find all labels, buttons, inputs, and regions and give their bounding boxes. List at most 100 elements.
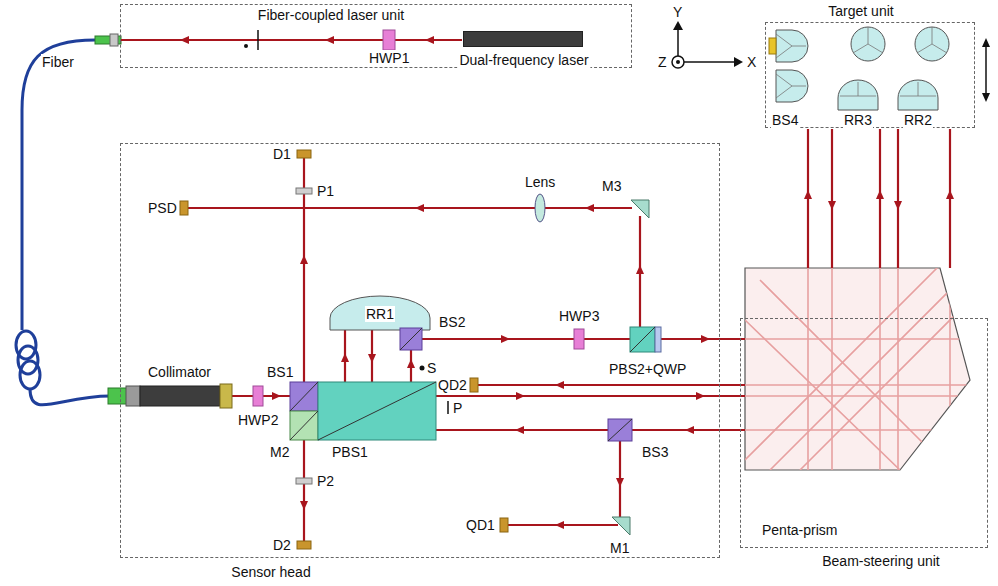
half-wave-plate — [574, 329, 584, 349]
polarization-mark — [447, 401, 449, 414]
component-label: RR2 — [903, 112, 933, 128]
component-label: BS2 — [438, 314, 466, 330]
laser-beam — [303, 440, 305, 541]
double-arrow — [985, 44, 987, 96]
optical-layout — [946, 190, 954, 199]
component-label: BS1 — [266, 364, 294, 380]
optical-layout — [415, 204, 424, 212]
beam-splitter-coating — [769, 38, 776, 54]
retroreflector-facets — [776, 27, 947, 98]
half-wave-plate — [253, 386, 263, 406]
unit-title: Dual-frequency laser — [457, 52, 590, 68]
component-label: QD1 — [465, 517, 496, 533]
optical-layout — [272, 392, 281, 400]
beam-splitter — [400, 328, 422, 350]
laser-beam — [897, 129, 899, 268]
component-label: HWP1 — [368, 50, 410, 66]
component-label: Y — [672, 4, 683, 20]
laser-beam — [188, 207, 632, 209]
optical-fiber — [16, 40, 110, 405]
optical-layout — [325, 36, 334, 44]
axis-dot — [676, 60, 680, 64]
mirror — [290, 411, 318, 440]
photodetector — [180, 150, 508, 549]
optical-layout — [555, 521, 564, 529]
splitter-diagonal — [608, 419, 632, 441]
coordinate-axes — [684, 61, 736, 63]
laser-beam — [121, 39, 462, 41]
component-label: S — [426, 360, 437, 376]
photodetector — [297, 150, 311, 158]
optical-layout — [516, 392, 525, 400]
retroreflector — [898, 80, 938, 110]
retroreflector-facets — [900, 82, 936, 96]
optical-layout — [701, 335, 710, 343]
optical-layout — [585, 204, 594, 212]
polarizing-beam-splitter — [318, 382, 436, 440]
beam-splitter — [290, 328, 632, 441]
half-wave-plate — [253, 329, 584, 406]
photodetector — [470, 378, 478, 392]
unit-title: Target unit — [826, 3, 895, 19]
component-label: D1 — [272, 146, 292, 162]
laser-box: Dual-frequency laser — [463, 31, 583, 47]
coordinate-axes — [672, 28, 736, 68]
optical-layout — [696, 392, 705, 400]
internal-beams — [745, 265, 990, 470]
component-label: Collimator — [147, 364, 212, 380]
optical-layout — [636, 265, 644, 274]
optical-layout — [804, 190, 812, 199]
collimator — [140, 384, 232, 408]
lens — [535, 194, 545, 222]
polarizer — [296, 188, 312, 194]
coordinate-axes — [672, 56, 684, 68]
optical-layout — [300, 255, 308, 264]
retroreflector — [330, 296, 430, 330]
optical-layout — [501, 335, 510, 343]
optical-layout — [828, 201, 836, 210]
optical-fiber — [22, 40, 95, 330]
internal-beams — [745, 280, 940, 470]
optical-layout — [180, 36, 189, 44]
polarization-mark — [257, 30, 259, 50]
polarization-dot — [244, 44, 248, 48]
component-label: QD2 — [437, 377, 468, 393]
polarizing-beam-splitter — [630, 327, 655, 352]
retroreflector-facets — [776, 34, 806, 58]
component-label: P1 — [316, 183, 335, 199]
retroreflector — [915, 27, 949, 61]
retroreflector-facets — [917, 27, 947, 53]
internal-beams — [745, 265, 990, 470]
photodetector — [500, 518, 508, 532]
component-label: BS3 — [641, 444, 669, 460]
splitter-diagonal — [400, 328, 422, 350]
optical-layout — [341, 353, 349, 362]
beam-splitter — [608, 419, 632, 441]
splitter-diagonal — [290, 382, 318, 411]
optical-layout — [555, 381, 564, 389]
unit-frame: Sensor head — [120, 143, 720, 558]
optical-layout — [425, 36, 434, 44]
retroreflector-facets — [840, 82, 876, 96]
component-label: BS4 — [771, 112, 799, 128]
retroreflector — [851, 27, 885, 61]
unit-title: Beam-steering unit — [820, 553, 942, 569]
component-label: HWP2 — [237, 412, 279, 428]
retroreflector — [776, 30, 808, 62]
fiber-connector — [126, 386, 140, 406]
component-label: RR3 — [843, 112, 873, 128]
quarter-wave-plate — [655, 327, 661, 352]
mirror — [631, 200, 649, 218]
component-label: Penta-prism — [761, 522, 838, 538]
retroreflector — [838, 80, 878, 110]
component-label: PBS1 — [331, 444, 369, 460]
double-arrow — [985, 44, 987, 96]
laser-beam — [188, 158, 745, 541]
polarization-dot — [420, 366, 425, 371]
splitter-diagonal — [318, 382, 436, 440]
splitter-diagonal — [290, 411, 318, 440]
optical-fiber — [30, 389, 110, 405]
component-label: Z — [657, 54, 668, 70]
component-label: Fiber — [41, 54, 75, 70]
photodetector — [297, 541, 311, 549]
